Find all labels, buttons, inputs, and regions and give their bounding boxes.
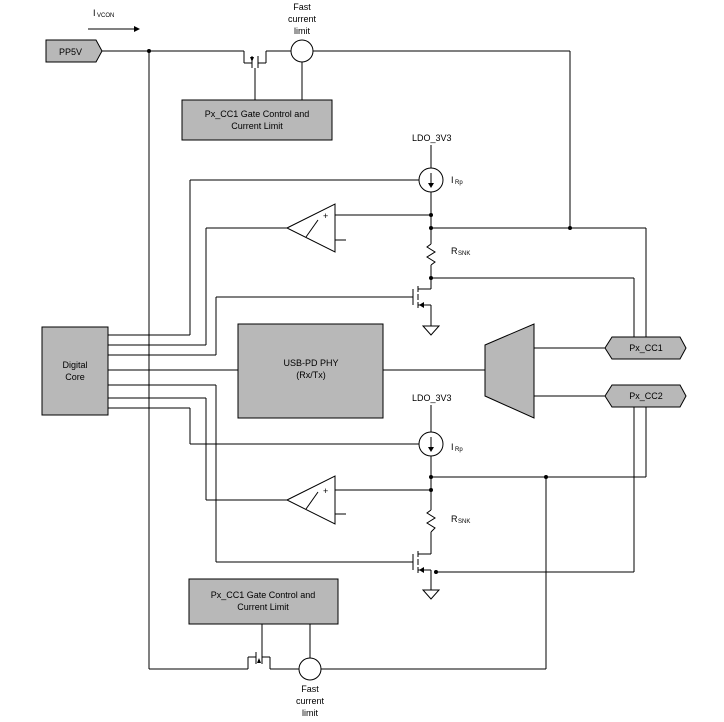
rsnk-bottom-label: R [451, 514, 458, 524]
comp-bottom-minus: − [338, 509, 343, 519]
pp5v-port-shape [45, 39, 103, 63]
vcon-label-sub: VCON [97, 13, 114, 19]
gate-control-top-block: Px_CC1 Gate Control and Current Limit [181, 99, 333, 141]
pp5v-port-label: PP5V [59, 47, 82, 57]
fast-current-limit-top: Fast current limit [288, 2, 570, 100]
vcon-current-indicator: I VCON [88, 8, 140, 32]
ground-icon [421, 589, 441, 600]
irp-top-sub: Rp [455, 180, 463, 186]
comparator-top: + − [206, 203, 431, 253]
cc2-port-label: Px_CC2 [629, 391, 663, 401]
nmos-bottom [215, 385, 441, 600]
vcon-arrow-head [134, 26, 140, 32]
cc-mux [484, 323, 605, 419]
current-sense-icon [298, 657, 322, 681]
comp-top-plus: + [323, 211, 328, 221]
pp5v-port: PP5V [45, 39, 103, 63]
irp-bottom-label: I [451, 442, 454, 452]
irp-top-source: I Rp [418, 167, 463, 193]
fast-limit-top-line1: Fast [293, 2, 311, 12]
vcon-switch-bottom [247, 624, 271, 669]
cc1-port: Px_CC1 [604, 336, 687, 360]
cc2-port: Px_CC2 [604, 384, 687, 408]
rsnk-top-sub: SNK [458, 251, 470, 257]
ground-icon [421, 325, 441, 336]
nmos-top [216, 278, 441, 336]
gate-control-bottom-block: Px_CC1 Gate Control and Current Limit [188, 578, 339, 625]
irp-bottom-sub: Rp [455, 447, 463, 453]
cc1-port-label: Px_CC1 [629, 343, 663, 353]
rsnk-top-label: R [451, 246, 458, 256]
gate-control-top-line2: Current Limit [231, 121, 283, 131]
irp-top-label: I [451, 175, 454, 185]
vcon-switch-top [243, 50, 291, 100]
ldo-top-label: LDO_3V3 [412, 133, 452, 143]
gate-control-bottom-line1: Px_CC1 Gate Control and [211, 590, 316, 600]
comp-top-minus: − [338, 235, 343, 245]
phy-line2: (Rx/Tx) [296, 370, 326, 380]
fast-limit-top-line3: limit [294, 26, 310, 36]
fast-limit-top-line2: current [288, 14, 317, 24]
fast-current-limit-bottom: Fast current limit [296, 624, 546, 718]
irp-bottom-source: I Rp [418, 431, 463, 457]
rsnk-bottom-resistor: R SNK [426, 509, 470, 533]
rsnk-bottom-sub: SNK [458, 519, 470, 525]
comp-bottom-plus: + [323, 486, 328, 496]
digital-core-line2: Core [65, 372, 85, 382]
current-sense-icon [290, 39, 314, 63]
digital-core-line1: Digital [62, 360, 87, 370]
fast-limit-bottom-line2: current [296, 696, 325, 706]
phy-line1: USB-PD PHY [283, 358, 338, 368]
gate-control-bottom-line2: Current Limit [237, 602, 289, 612]
comparator-bottom: + − [206, 475, 431, 525]
vcon-label-main: I [93, 8, 96, 18]
usb-pd-phy-block: USB-PD PHY (Rx/Tx) [237, 323, 384, 419]
ldo-bottom-label: LDO_3V3 [412, 393, 452, 403]
digital-core-block: Digital Core [41, 326, 109, 416]
fast-limit-bottom-line3: limit [302, 708, 318, 718]
fast-limit-bottom-line1: Fast [301, 684, 319, 694]
rsnk-top-resistor: R SNK [426, 243, 470, 266]
gate-control-top-line1: Px_CC1 Gate Control and [205, 109, 310, 119]
